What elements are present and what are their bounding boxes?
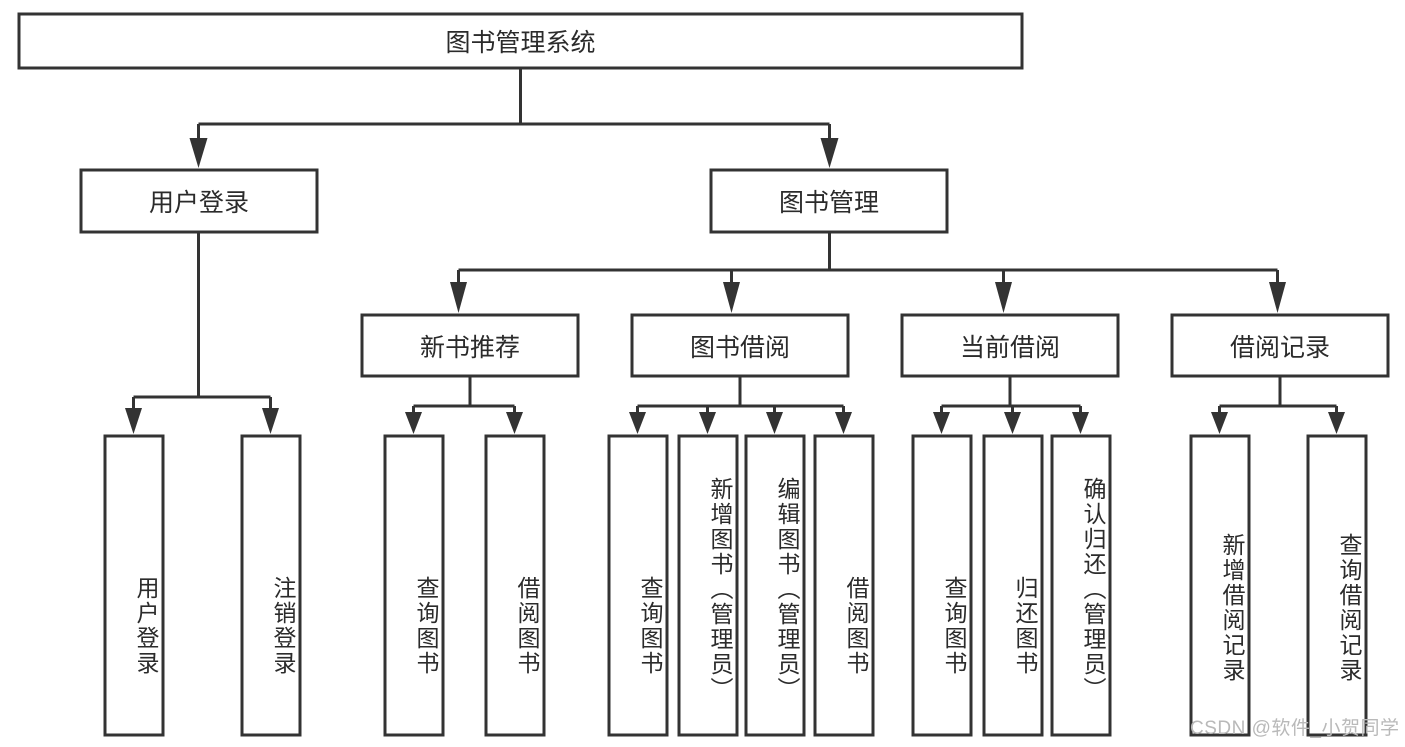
node-box-leaf-user-login[interactable]: [103, 434, 165, 737]
arrow-head-leaf-borrow-book: [835, 412, 852, 434]
node-box-leaf-query-book-borrow[interactable]: [607, 434, 669, 737]
arrow-head-leaf-user-login: [125, 408, 142, 434]
arrow-head-leaf-edit-book-admin: [766, 412, 783, 434]
arrow-head-new-book-recommend: [450, 282, 467, 313]
arrow-head-leaf-query-book-current: [933, 412, 950, 434]
arrow-head-leaf-return-book: [1004, 412, 1021, 434]
node-box-leaf-add-borrow-record[interactable]: [1189, 434, 1251, 737]
node-box-leaf-query-borrow-record[interactable]: [1306, 434, 1368, 737]
node-box-borrow-record[interactable]: [1170, 313, 1390, 378]
node-box-book-management[interactable]: [709, 168, 949, 234]
arrow-head-leaf-query-book-borrow: [629, 412, 646, 434]
node-box-leaf-query-book-current[interactable]: [911, 434, 973, 737]
node-box-new-book-recommend[interactable]: [360, 313, 580, 378]
node-box-book-borrow[interactable]: [630, 313, 850, 378]
node-box-user-login[interactable]: [79, 168, 319, 234]
arrow-head-leaf-user-logout: [262, 408, 279, 434]
arrow-head-leaf-borrow-book-rec: [506, 412, 523, 434]
arrow-head-borrow-record: [1269, 282, 1286, 313]
node-box-leaf-confirm-return-admin[interactable]: [1050, 434, 1112, 737]
node-box-leaf-borrow-book-rec[interactable]: [484, 434, 546, 737]
arrow-head-book-borrow: [723, 282, 740, 313]
node-box-leaf-return-book[interactable]: [982, 434, 1044, 737]
arrow-head-book-management: [820, 138, 839, 168]
arrow-head-leaf-query-book-rec: [405, 412, 422, 434]
arrow-head-leaf-query-borrow-record: [1328, 412, 1345, 434]
node-box-current-borrow[interactable]: [900, 313, 1120, 378]
node-box-leaf-query-book-rec[interactable]: [383, 434, 445, 737]
node-box-leaf-borrow-book[interactable]: [813, 434, 875, 737]
node-box-leaf-add-book-admin[interactable]: [677, 434, 739, 737]
node-box-leaf-user-logout[interactable]: [240, 434, 302, 737]
arrow-head-leaf-confirm-return-admin: [1072, 412, 1089, 434]
node-box-leaf-edit-book-admin[interactable]: [744, 434, 806, 737]
arrow-head-leaf-add-book-admin: [699, 412, 716, 434]
arrow-head-user-login: [189, 138, 208, 168]
csdn-watermark: CSDN @软件_小贺同学: [1190, 718, 1400, 739]
arrow-head-leaf-add-borrow-record: [1211, 412, 1228, 434]
node-box-root[interactable]: [17, 12, 1024, 70]
arrow-head-current-borrow: [995, 282, 1012, 313]
